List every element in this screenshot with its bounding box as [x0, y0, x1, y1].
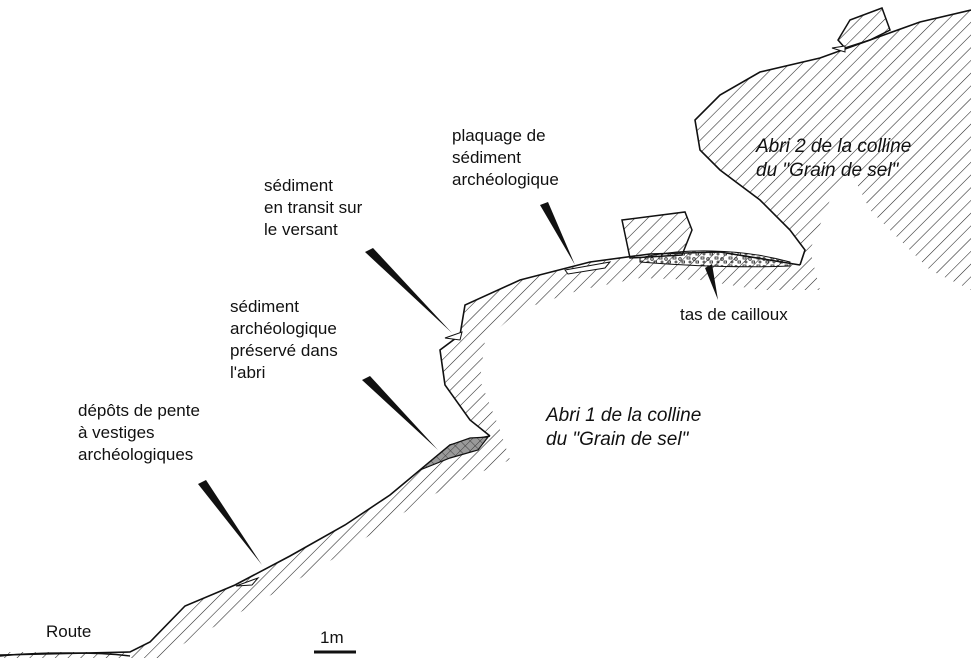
plaquage-sediment-lens — [564, 261, 612, 275]
pointer-depots — [198, 480, 262, 565]
label-depots: dépôts de pente à vestiges archéologique… — [78, 401, 200, 464]
transit-sediment-lens — [444, 331, 463, 341]
label-abri-2: Abri 2 de la colline du "Grain de sel" — [756, 136, 912, 181]
label-abri-1: Abri 1 de la colline du "Grain de sel" — [546, 405, 702, 450]
slope-rock-profile — [0, 10, 971, 658]
slope-deposit-lens — [235, 576, 260, 587]
pointer-plaquage — [540, 202, 575, 265]
summit-rock-block — [837, 7, 891, 49]
pointer-preserve — [362, 376, 438, 450]
road-surface — [0, 652, 131, 657]
summit-small-block — [831, 45, 846, 53]
label-transit: sédiment en transit sur le versant — [264, 176, 363, 239]
label-route: Route — [46, 622, 92, 641]
preserved-sediment-deposit — [419, 436, 490, 471]
label-plaquage: plaquage de sédiment archéologique — [452, 126, 559, 189]
label-preserve: sédiment archéologique préservé dans l'a… — [230, 297, 338, 382]
fallen-rock-block — [621, 211, 693, 259]
pointer-transit — [365, 248, 452, 333]
label-tas: tas de cailloux — [680, 305, 788, 324]
scale-label: 1m — [320, 628, 344, 647]
pointer-tas — [705, 264, 718, 300]
